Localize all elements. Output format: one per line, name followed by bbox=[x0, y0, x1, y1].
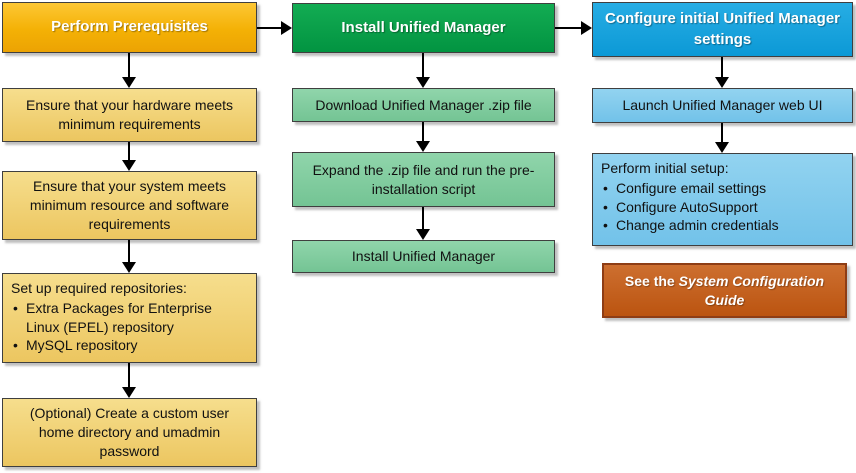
down-arrow-icon bbox=[416, 141, 430, 152]
right-arrow-line bbox=[555, 27, 581, 29]
right-arrow-icon bbox=[281, 21, 292, 35]
down-arrow-line bbox=[721, 123, 723, 143]
down-arrow-line bbox=[422, 122, 424, 142]
down-arrow-line bbox=[422, 207, 424, 230]
repository-list: Extra Packages for Enterprise Linux (EPE… bbox=[11, 299, 248, 355]
flow-header-install-unified-manager: Install Unified Manager bbox=[292, 3, 555, 53]
flow-step-install-unified-manager: Install Unified Manager bbox=[292, 240, 555, 273]
flow-header-perform-prerequisites: Perform Prerequisites bbox=[2, 2, 257, 53]
list-item: MySQL repository bbox=[11, 336, 248, 355]
flow-step-system-requirements: Ensure that your system meets minimum re… bbox=[2, 171, 257, 240]
step-title: Perform initial setup: bbox=[601, 160, 729, 176]
down-arrow-line bbox=[721, 57, 723, 78]
flow-reference-system-configuration-guide: See the System Configuration Guide bbox=[602, 263, 847, 318]
down-arrow-icon bbox=[416, 77, 430, 88]
flow-step-hardware-requirements: Ensure that your hardware meets minimum … bbox=[2, 88, 257, 142]
right-arrow-icon bbox=[581, 21, 592, 35]
flow-step-launch-web-ui: Launch Unified Manager web UI bbox=[592, 88, 853, 123]
reference-text: See the System Configuration Guide bbox=[624, 272, 825, 308]
flow-step-expand-zip-run-script: Expand the .zip file and run the pre-ins… bbox=[292, 152, 555, 207]
list-item: Change admin credentials bbox=[601, 216, 779, 235]
list-item: Configure email settings bbox=[601, 179, 779, 198]
guide-title-italic: System Configuration Guide bbox=[678, 272, 825, 308]
down-arrow-icon bbox=[122, 160, 136, 171]
down-arrow-line bbox=[128, 142, 130, 161]
down-arrow-line bbox=[422, 53, 424, 78]
flow-step-download-zip: Download Unified Manager .zip file bbox=[292, 88, 555, 122]
down-arrow-line bbox=[128, 240, 130, 263]
down-arrow-icon bbox=[715, 77, 729, 88]
initial-setup-list: Configure email settings Configure AutoS… bbox=[601, 179, 779, 235]
flow-step-set-up-repositories: Set up required repositories: Extra Pack… bbox=[2, 273, 257, 363]
down-arrow-icon bbox=[122, 387, 136, 398]
down-arrow-line bbox=[128, 363, 130, 388]
list-item: Extra Packages for Enterprise Linux (EPE… bbox=[11, 299, 248, 337]
down-arrow-icon bbox=[416, 229, 430, 240]
down-arrow-line bbox=[128, 53, 130, 78]
down-arrow-icon bbox=[122, 262, 136, 273]
flow-step-optional-custom-user: (Optional) Create a custom user home dir… bbox=[2, 398, 257, 467]
flow-step-perform-initial-setup: Perform initial setup: Configure email s… bbox=[592, 153, 853, 246]
step-title: Set up required repositories: bbox=[11, 280, 187, 296]
right-arrow-line bbox=[257, 27, 281, 29]
flow-header-configure-initial-settings: Configure initial Unified Manager settin… bbox=[592, 2, 853, 57]
list-item: Configure AutoSupport bbox=[601, 198, 779, 217]
down-arrow-icon bbox=[715, 142, 729, 153]
down-arrow-icon bbox=[122, 77, 136, 88]
